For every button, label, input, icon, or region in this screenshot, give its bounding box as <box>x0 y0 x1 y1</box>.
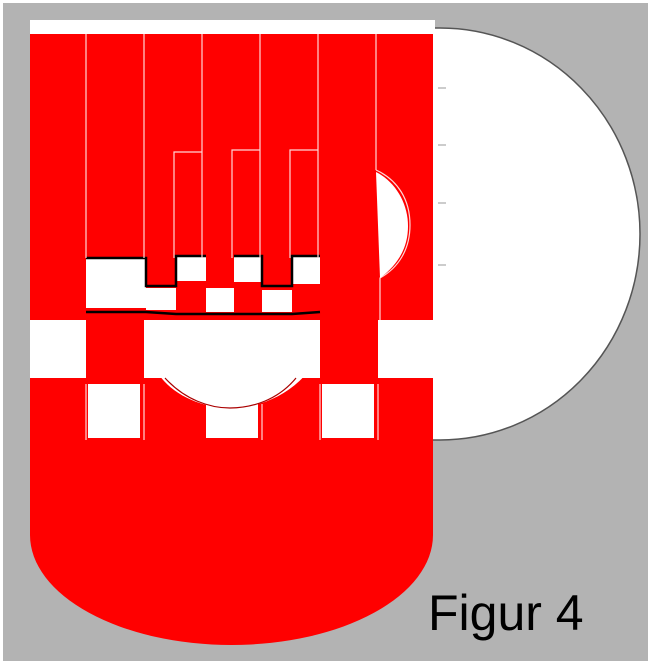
weave-cell <box>206 288 234 312</box>
white-top-strip <box>30 20 435 36</box>
weave-cell <box>86 258 146 308</box>
weave-cell <box>88 384 140 438</box>
weave-cell <box>292 256 320 284</box>
weave-cell <box>322 384 374 438</box>
figure-caption: Figur 4 <box>428 583 648 643</box>
weave-cell <box>86 320 144 378</box>
weave-cell <box>320 320 378 378</box>
weave-cell <box>234 256 262 282</box>
weave-cell <box>146 288 176 310</box>
weave-cell <box>262 290 292 312</box>
weave-cell <box>176 256 206 281</box>
